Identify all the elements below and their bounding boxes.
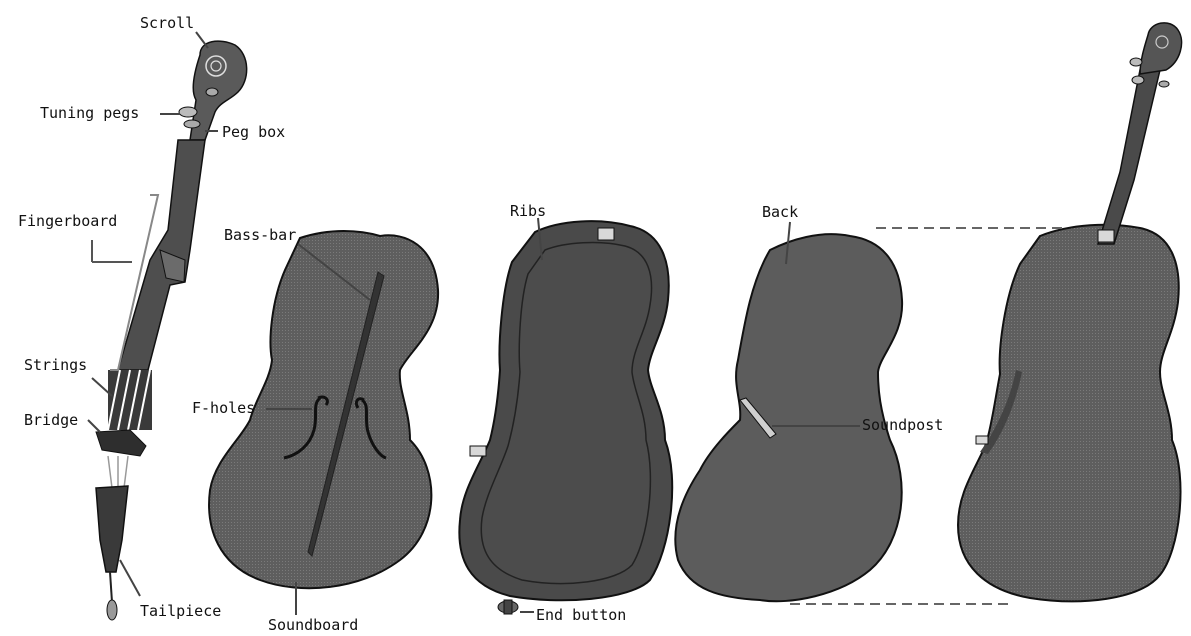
label-bridge: Bridge [24, 411, 78, 429]
label-end-button: End button [536, 606, 626, 624]
ribs-view [459, 221, 672, 614]
label-strings: Strings [24, 356, 87, 374]
tuning-peg-1 [179, 107, 197, 117]
label-tuning-pegs: Tuning pegs [40, 104, 139, 122]
tailpiece-shape [96, 486, 128, 572]
label-tailpiece: Tailpiece [140, 602, 221, 620]
label-soundboard: Soundboard [268, 616, 358, 634]
strings-shape [108, 370, 152, 430]
label-bass-bar: Bass-bar [224, 226, 296, 244]
assembled-violin [958, 23, 1182, 601]
assembled-neck [1098, 70, 1160, 244]
label-back: Back [762, 203, 798, 221]
label-fingerboard: Fingerboard [18, 212, 117, 230]
label-peg-box: Peg box [222, 123, 285, 141]
label-soundpost: Soundpost [862, 416, 943, 434]
label-scroll: Scroll [140, 14, 194, 32]
tuning-peg-2 [184, 120, 200, 128]
tuning-peg-3 [206, 88, 218, 96]
label-f-holes: F-holes [192, 399, 255, 417]
bridge-shape [96, 430, 146, 456]
assembled-body [958, 225, 1181, 602]
label-ribs: Ribs [510, 202, 546, 220]
tailpiece-button [107, 600, 117, 620]
